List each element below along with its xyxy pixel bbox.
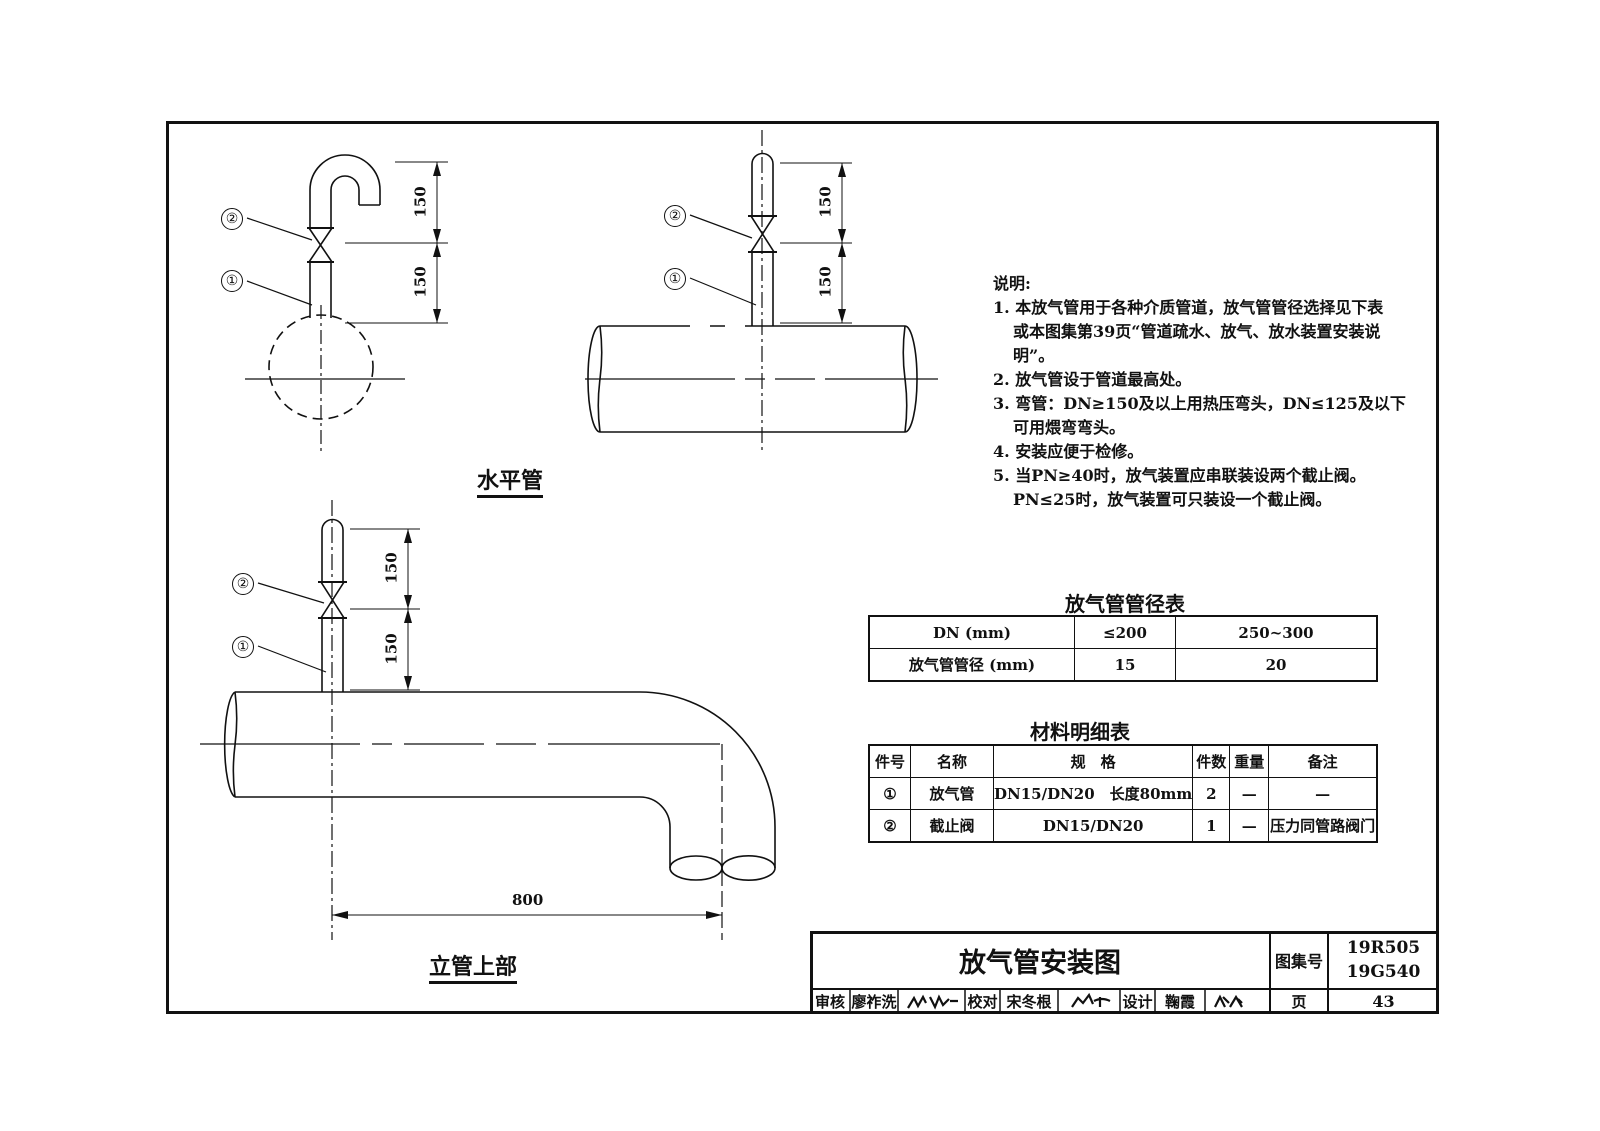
table-header: 备注 (1268, 744, 1378, 778)
note-line: PN≤25时，放气装置可只装设一个截止阀。 (1013, 490, 1332, 509)
view-label-horizontal: 水平管 (477, 469, 544, 498)
title-block: 放气管安装图 图集号 19R505 19G540 审核 廖祚洗 校对 宋冬根 设… (810, 931, 1439, 1014)
table-cell: 1 (1192, 809, 1231, 843)
atlas-number: 19R505 (1346, 937, 1421, 958)
note-line: 4. 安装应便于检修。 (993, 442, 1144, 461)
table-cell: 20 (1175, 648, 1378, 682)
table-cell: 2 (1192, 777, 1231, 810)
note-line: 1. 本放气管用于各种介质管道，放气管管径选择见下表 (993, 298, 1384, 317)
design-label: 设计 (1122, 993, 1153, 1011)
check-label: 校对 (967, 993, 998, 1011)
table-header: 件号 (868, 744, 911, 778)
atlas-label: 图集号 (1274, 952, 1323, 971)
dim-800: 800 (512, 891, 544, 909)
table-cell: 放气管管径 (mm) (868, 648, 1075, 682)
table-row: ① 放气管 DN15/DN20 长度80mm 2 — — (868, 777, 1378, 810)
note-line: 或本图集第39页“管道疏水、放气、放水装置安装说 (1013, 322, 1381, 341)
dim-150: 150 (411, 266, 430, 298)
drawing-frame (166, 121, 1439, 1014)
note-line: 5. 当PN≥40时，放气装置应串联装设两个截止阀。 (993, 466, 1366, 485)
table-cell: DN (mm) (868, 615, 1075, 649)
callout-vent-pipe: ① (232, 636, 254, 658)
callout-vent-pipe: ① (664, 268, 686, 290)
material-table-title: 材料明细表 (1030, 720, 1130, 744)
table-cell: — (1229, 809, 1270, 843)
table-cell: ② (868, 809, 911, 843)
table-row: DN (mm) ≤200 250~300 (868, 615, 1378, 649)
drawing-title: 放气管安装图 (959, 947, 1121, 979)
notes-heading: 说明: (993, 274, 1031, 293)
dim-150: 150 (382, 633, 401, 665)
atlas-number: 19G540 (1346, 961, 1421, 982)
review-label: 审核 (814, 993, 845, 1011)
dim-150: 150 (382, 552, 401, 584)
view-horizontal-section (245, 154, 448, 455)
note-line: 明”。 (1013, 346, 1055, 365)
page-label: 页 (1291, 993, 1307, 1011)
dim-150: 150 (816, 266, 835, 298)
table-cell: 250~300 (1175, 615, 1378, 649)
signature (907, 992, 1243, 1010)
table-header: 件数 (1192, 744, 1231, 778)
table-cell: 压力同管路阀门 (1268, 809, 1378, 843)
material-table: 件号 名称 规 格 件数 重量 备注 ① 放气管 DN15/DN20 长度80m… (868, 744, 1378, 843)
checker-name: 宋冬根 (1006, 993, 1052, 1011)
table-cell: ≤200 (1074, 615, 1176, 649)
designer-name: 鞠霞 (1164, 993, 1195, 1011)
callout-vent-pipe: ① (221, 270, 243, 292)
view-vertical-top (200, 500, 776, 940)
dim-150: 150 (411, 186, 430, 218)
page-number: 43 (1372, 992, 1395, 1011)
table-header-row: 件号 名称 规 格 件数 重量 备注 (868, 744, 1378, 778)
table-cell: — (1229, 777, 1270, 810)
note-line: 3. 弯管：DN≥150及以上用热压弯头，DN≤125及以下 (993, 394, 1406, 413)
table-cell: — (1268, 777, 1378, 810)
table-cell: 放气管 (910, 777, 994, 810)
table-header: 规 格 (992, 744, 1194, 778)
notes: 说明: 1. 本放气管用于各种介质管道，放气管管径选择见下表 或本图集第39页“… (993, 272, 1423, 512)
note-line: 2. 放气管设于管道最高处。 (993, 370, 1192, 389)
table-cell: ① (868, 777, 911, 810)
note-line: 可用煨弯弯头。 (1013, 418, 1126, 437)
view-label-vertical: 立管上部 (429, 955, 518, 984)
dim-150: 150 (816, 186, 835, 218)
table-cell: 截止阀 (910, 809, 994, 843)
diameter-table-title: 放气管管径表 (1065, 592, 1185, 616)
view-horizontal-side (585, 130, 938, 450)
table-header: 名称 (910, 744, 994, 778)
diameter-table: DN (mm) ≤200 250~300 放气管管径 (mm) 15 20 (868, 615, 1378, 682)
callout-valve: ② (232, 573, 254, 595)
table-cell: DN15/DN20 长度80mm (992, 777, 1194, 810)
table-cell: DN15/DN20 (992, 809, 1194, 843)
table-row: 放气管管径 (mm) 15 20 (868, 648, 1378, 682)
callout-valve: ② (664, 205, 686, 227)
table-header: 重量 (1229, 744, 1270, 778)
table-row: ② 截止阀 DN15/DN20 1 — 压力同管路阀门 (868, 809, 1378, 843)
table-cell: 15 (1074, 648, 1176, 682)
reviewer-name: 廖祚洗 (851, 993, 897, 1011)
callout-valve: ② (221, 208, 243, 230)
